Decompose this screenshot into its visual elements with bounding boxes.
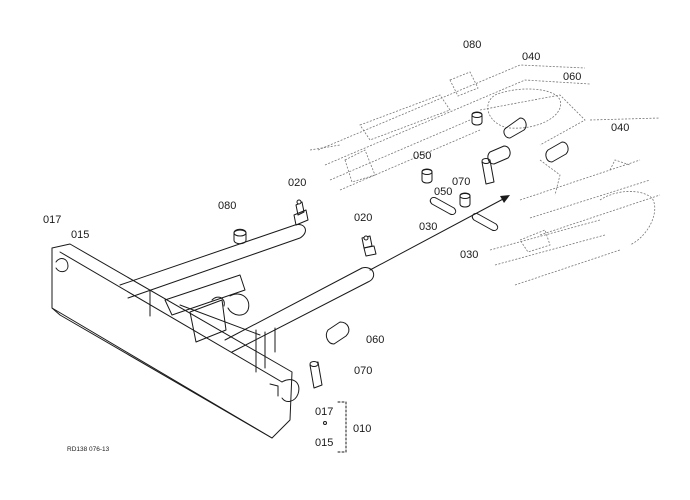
bushing-050-upper: [421, 168, 433, 184]
bolt-070-lower: [309, 361, 323, 389]
callout-010: 010: [353, 423, 371, 435]
callout-015-bottom: 015: [315, 437, 333, 449]
tractor-frame-outline: [309, 64, 661, 286]
pin-040-top: [487, 145, 511, 165]
pin-060-lower: [325, 321, 350, 345]
callout-050-upper: 050: [413, 150, 431, 162]
callout-015-left: 015: [71, 229, 89, 241]
mounting-arrow: [369, 195, 510, 271]
callout-060-lower: 060: [366, 334, 384, 346]
grease-fitting-020-mid: [361, 235, 377, 257]
callout-040-top: 040: [522, 51, 540, 63]
callout-050-lower: 050: [434, 186, 452, 198]
grease-fitting-020-top: [293, 199, 309, 226]
front-blade: [51, 243, 300, 439]
pin-060-top: [503, 117, 527, 139]
pin-030-right: [471, 213, 499, 231]
callout-030-right: 030: [460, 249, 478, 261]
callout-017-bottom: 017: [315, 406, 333, 418]
bushing-080-top: [471, 111, 483, 126]
bushing-080-left: [233, 228, 247, 245]
push-frame: [119, 223, 375, 373]
assembly-bracket-010: [323, 401, 347, 453]
callout-020-mid: 020: [354, 212, 372, 224]
pin-040-right: [545, 141, 569, 163]
callout-080-left: 080: [218, 200, 236, 212]
callout-070-lower: 070: [354, 365, 372, 377]
callout-080-top: 080: [463, 39, 481, 51]
callout-040-right: 040: [611, 122, 629, 134]
callout-020-top: 020: [288, 177, 306, 189]
callout-030-mid: 030: [419, 221, 437, 233]
callout-017-left: 017: [43, 214, 61, 226]
pin-030-mid: [429, 197, 457, 215]
drawing-code: RD138 076-13: [67, 446, 110, 453]
callout-060-top: 060: [563, 71, 581, 83]
callout-070-upper: 070: [452, 176, 470, 188]
bushing-050-lower: [459, 192, 471, 208]
bolt-070-upper: [481, 158, 495, 185]
